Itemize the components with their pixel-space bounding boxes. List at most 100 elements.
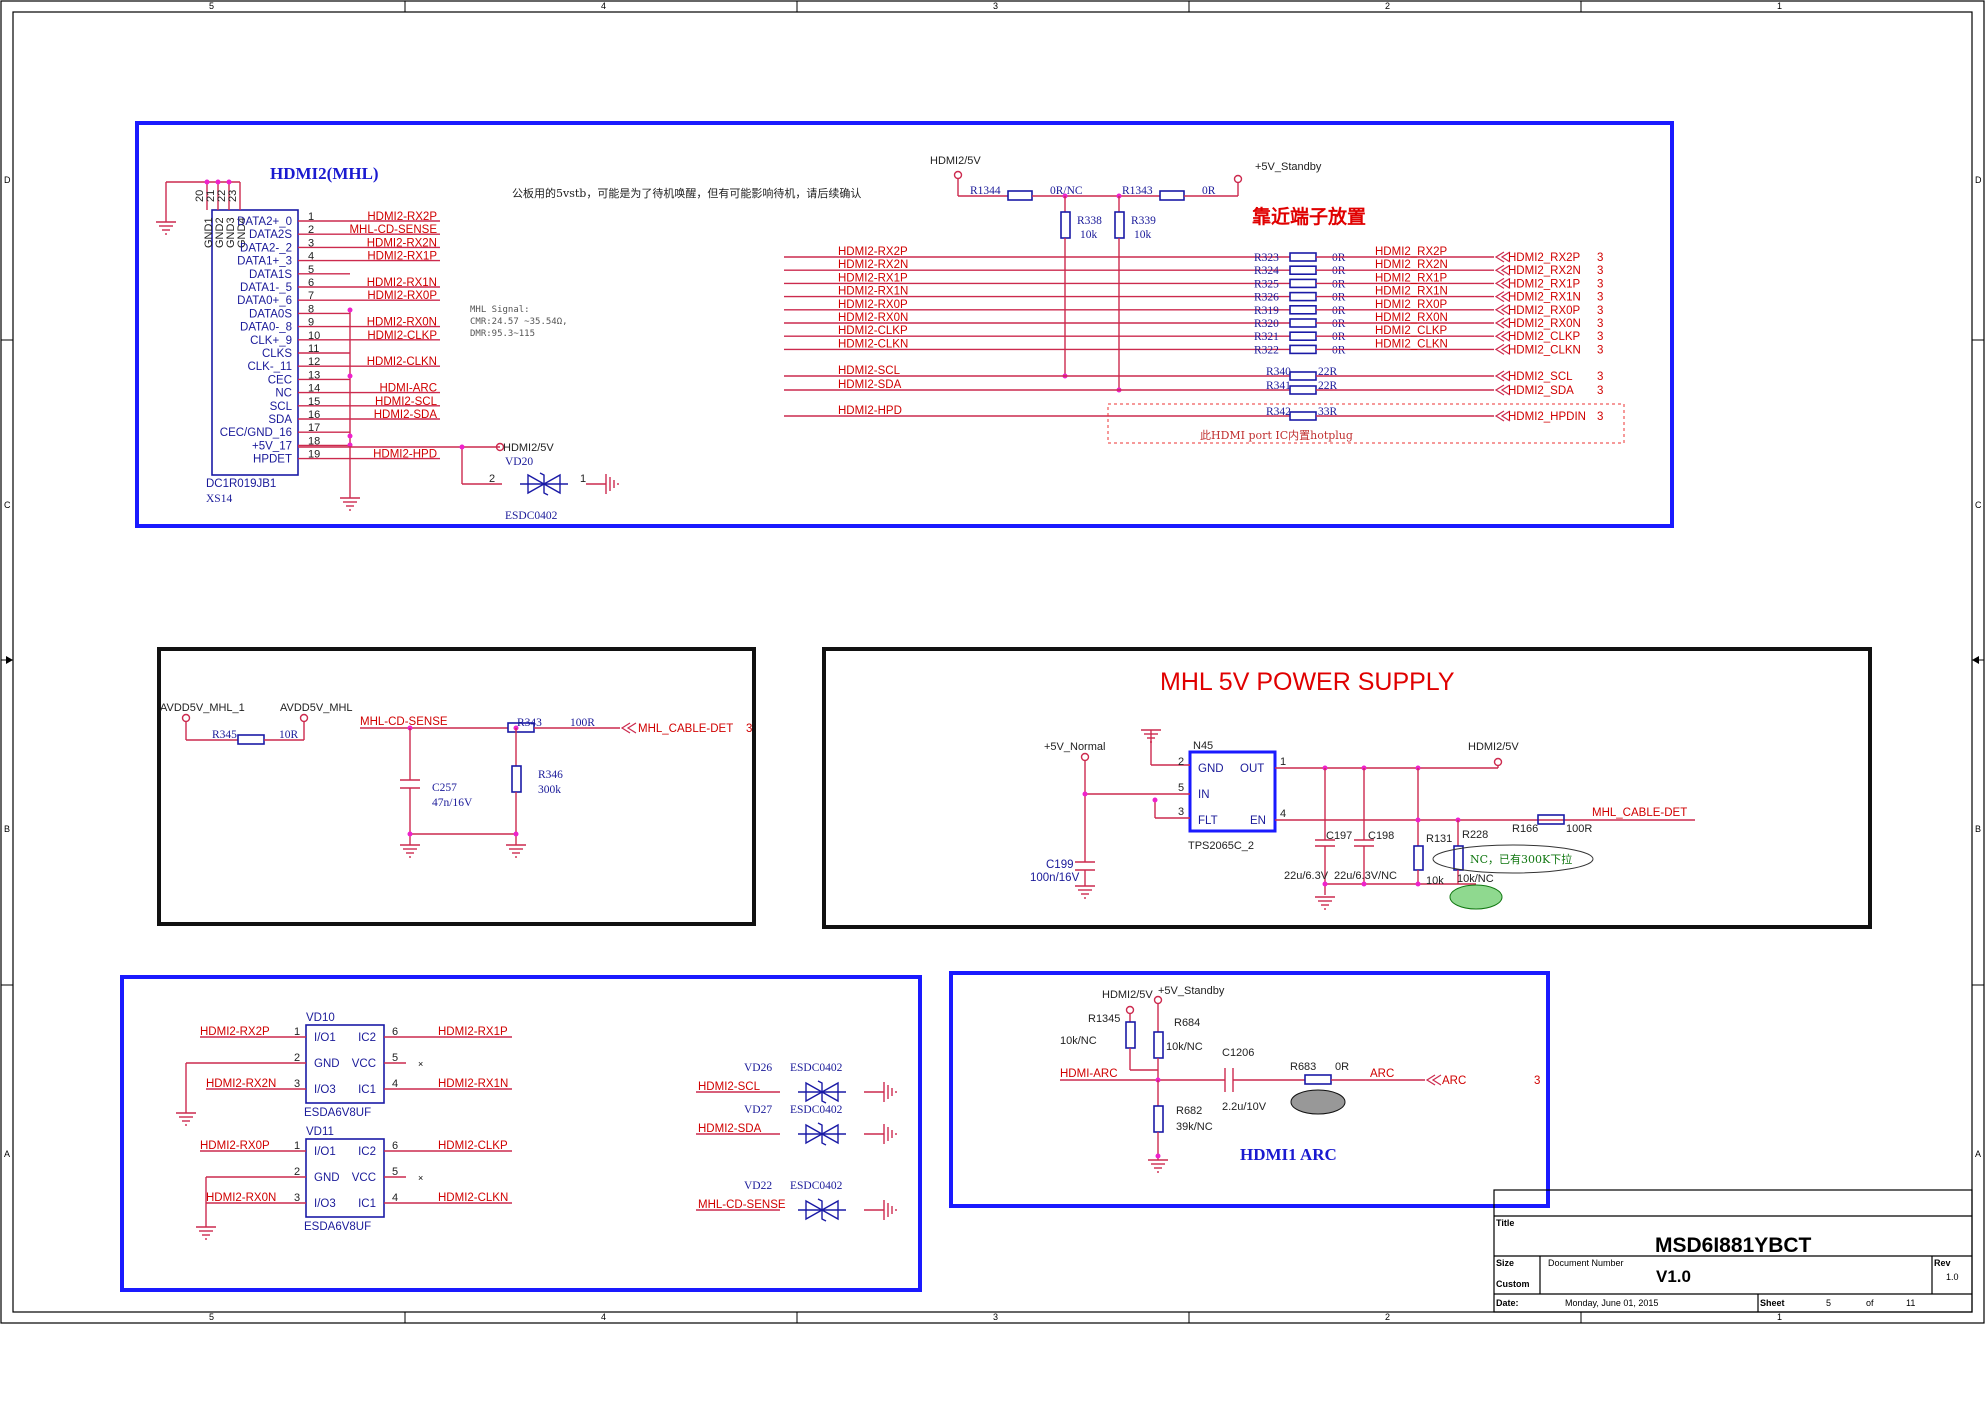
esd-array-pin-name: IC1: [358, 1198, 376, 1210]
esd-array-pin-number: 2: [294, 1166, 300, 1178]
esd-diode-ref: VD26: [744, 1062, 772, 1074]
row-tick: B: [1975, 824, 1981, 834]
r1345-ref: R1345: [1088, 1013, 1120, 1025]
no-connect-icon: ×: [418, 1173, 423, 1183]
hpd-port-label: HDMI2_HPDIN: [1508, 411, 1586, 423]
series-in-net: HDMI2-RX0P: [838, 299, 908, 311]
doc-number: V1.0: [1656, 1267, 1691, 1286]
vd20-ref: VD20: [505, 456, 533, 468]
r683-ref: R683: [1290, 1061, 1316, 1073]
esd-net-label: HDMI2-CLKP: [438, 1140, 508, 1152]
mhl-power-title: MHL 5V POWER SUPPLY: [1160, 668, 1455, 696]
esd-array-pin-number: 5: [392, 1166, 398, 1178]
r682-value: 39k/NC: [1176, 1121, 1213, 1133]
arc-net: ARC: [1370, 1068, 1394, 1080]
esd-net-label: HDMI2-CLKN: [438, 1192, 508, 1204]
connector-pin-number: 4: [308, 251, 314, 263]
gnd-pin: GND1: [203, 217, 215, 248]
tvs-diode-icon: [797, 1080, 847, 1104]
ic-part: TPS2065C_2: [1188, 840, 1254, 852]
esd-net-label: HDMI2-RX2P: [200, 1026, 270, 1038]
arc-port-pin: 3: [1534, 1075, 1540, 1087]
series-port-pin: 3: [1597, 278, 1603, 290]
sheet-inner-border: [12, 11, 1973, 1313]
gnd-pin-number: 22: [216, 190, 228, 202]
connector-pin-name: CLKS: [262, 348, 292, 360]
tvs-diode-icon: [797, 1198, 847, 1222]
r166-ref: R166: [1512, 823, 1538, 835]
size-value: Custom: [1496, 1279, 1530, 1289]
connector-pin-name: CLK-_11: [247, 361, 292, 373]
c257-ref: C257: [432, 782, 457, 794]
series-resistor: [1289, 344, 1317, 355]
col-tick: 4: [601, 1, 606, 11]
connector-net-label: HDMI2-CLKP: [367, 330, 437, 342]
r1344-value: 0R/NC: [1050, 185, 1083, 197]
esd-array-pin-name: IC1: [358, 1084, 376, 1096]
gnd-pin-number: 23: [227, 190, 239, 202]
hdmi2-section: [135, 121, 1674, 528]
i2c-resistor: [1289, 385, 1317, 395]
col-tick: 1: [1777, 1312, 1782, 1322]
series-resistor-ref: R325: [1254, 278, 1279, 290]
mhl-signal-line: MHL Signal:: [470, 305, 530, 315]
series-resistor-value: 0R: [1332, 292, 1346, 304]
connector-pin-name: DATA0-_8: [240, 322, 292, 334]
hpd-note: 此HDMI port IC内置hotplug: [1200, 428, 1353, 442]
esd-diode-net: HDMI2-SDA: [698, 1123, 762, 1135]
series-resistor: [1289, 331, 1317, 342]
connector-pin-name: SDA: [268, 414, 292, 426]
esd-array-pin-number: 3: [294, 1192, 300, 1204]
c198-ref: C198: [1368, 830, 1394, 842]
esd-array-pin-number: 6: [392, 1140, 398, 1152]
connector-gnd-wiring: [155, 179, 241, 235]
i2c-in-net: HDMI2-SDA: [838, 379, 902, 391]
connector-pin-name: HPDET: [253, 454, 292, 466]
connector-pin-number: 2: [308, 224, 314, 236]
esd-diode-part: ESDC0402: [790, 1180, 843, 1192]
r228-ref: R228: [1462, 829, 1488, 841]
connector-net-label: HDMI2-RX2P: [367, 211, 437, 223]
series-resistor: [1289, 304, 1317, 315]
r166-value: 100R: [1566, 823, 1592, 835]
avdd-section: [157, 647, 756, 926]
connector-part: DC1R019JB1: [206, 478, 276, 490]
esd-net-label: HDMI2-RX1N: [438, 1078, 508, 1090]
arc-hdmi2-5v-label: HDMI2/5V: [1102, 989, 1153, 1001]
connector-pin-number: 5: [308, 264, 314, 276]
vd20-pin: 2: [489, 473, 495, 485]
col-tick: 5: [209, 1, 214, 11]
esd-array-pin-name: GND: [314, 1058, 340, 1070]
series-out-net: HDMI2_RX2N: [1375, 259, 1448, 271]
tvs-diode-icon: [797, 1122, 847, 1146]
esd-diode-ref: VD22: [744, 1180, 772, 1192]
esd-diode-gnd-icon: [883, 1081, 897, 1103]
c198-value: 22u/6.3V/NC: [1334, 870, 1397, 882]
connector-net-label: HDMI2-CLKN: [367, 356, 437, 368]
connector-pin-number: 3: [308, 237, 314, 249]
series-port-pin: 3: [1597, 305, 1603, 317]
connector-pin-name: SCL: [270, 401, 293, 413]
mhl-signal-line: DMR:95.3~115: [470, 329, 535, 339]
row-tick: A: [4, 1149, 10, 1159]
connector-net-label: HDMI2-SDA: [374, 409, 438, 421]
r338-ref: R338: [1077, 215, 1102, 227]
mhl-cable-det-net: MHL_CABLE-DET: [1592, 807, 1687, 819]
esd-array-pin-number: 5: [392, 1052, 398, 1064]
row-tick: A: [1975, 1149, 1981, 1159]
series-resistor-value: 0R: [1332, 305, 1346, 317]
hpd-resistor-value: 33R: [1318, 406, 1338, 418]
r345-value: 10R: [279, 729, 299, 741]
r683-value: 0R: [1335, 1061, 1349, 1073]
c257-value: 47n/16V: [432, 797, 473, 809]
col-tick: 3: [993, 1312, 998, 1322]
row-tick: D: [4, 175, 11, 185]
hpd-resistor-ref: R342: [1266, 406, 1291, 418]
esd-array-pin-name: I/O1: [314, 1146, 336, 1158]
pullup-circuit: [953, 170, 1243, 393]
arc-title: HDMI1 ARC: [1240, 1145, 1337, 1164]
hpd-note-box: [1107, 403, 1625, 444]
esd-array-body: [305, 1138, 385, 1218]
no-connect-icon: ×: [418, 1059, 423, 1069]
